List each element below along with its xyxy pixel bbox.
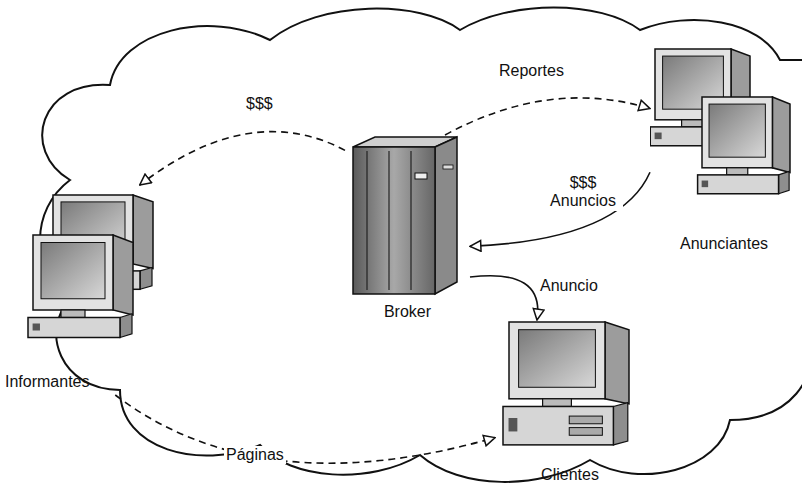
base-unit xyxy=(698,175,779,194)
computer-node: Informantes xyxy=(5,185,180,395)
computer-icon xyxy=(28,235,133,338)
monitor-side xyxy=(133,195,153,269)
monitor-frame xyxy=(33,235,113,310)
flow-arrow xyxy=(470,172,650,246)
edge-label: Anuncio xyxy=(538,277,600,295)
base-slot xyxy=(509,418,518,431)
node-label: Clientes xyxy=(541,466,599,484)
drive-bay xyxy=(569,416,602,424)
monitor-stand xyxy=(61,310,85,318)
monitor-stand xyxy=(682,120,705,127)
edge-label: $$$ Anuncios xyxy=(543,174,623,211)
computer-node: Anunciantes xyxy=(650,45,798,257)
computer-icon xyxy=(698,97,790,194)
monitor-screen xyxy=(709,104,765,157)
monitor-side xyxy=(113,235,133,315)
flow-arrow xyxy=(470,276,538,320)
base-slot xyxy=(655,133,662,140)
base-slot xyxy=(33,324,40,331)
node-label: Anunciantes xyxy=(680,235,768,253)
edge-label: $$$ xyxy=(244,95,275,113)
base-slot xyxy=(702,181,708,188)
monitor-screen xyxy=(41,243,105,299)
computer-node: Clientes xyxy=(495,320,645,488)
base-side xyxy=(120,314,132,338)
computer-illustration xyxy=(5,185,180,373)
monitor-frame xyxy=(509,322,605,399)
node-label: Informantes xyxy=(5,373,89,391)
monitor-frame xyxy=(702,97,772,168)
edge-label: Páginas xyxy=(224,446,286,464)
drive-bay xyxy=(569,428,602,436)
computer-illustration xyxy=(650,45,798,235)
monitor-screen xyxy=(519,330,596,388)
base-side xyxy=(613,403,627,445)
base-side xyxy=(140,267,152,289)
computer-illustration xyxy=(495,320,645,466)
monitor-stand xyxy=(543,399,572,407)
base-unit xyxy=(28,318,120,338)
dashed-flow-arrow xyxy=(445,98,650,135)
computer-icon xyxy=(503,322,629,445)
computer-illustration xyxy=(345,135,470,303)
edge-label: Reportes xyxy=(497,62,566,80)
dashed-flow-arrow xyxy=(115,395,495,463)
server-icon xyxy=(353,137,457,294)
cloud-outline xyxy=(40,8,802,482)
monitor-side xyxy=(605,322,629,404)
computer-node: Broker xyxy=(345,135,470,327)
base-unit xyxy=(503,406,613,444)
node-label: Broker xyxy=(384,303,431,321)
monitor-stand xyxy=(727,168,748,175)
base-side xyxy=(779,171,790,193)
monitor-side xyxy=(772,97,790,173)
dashed-flow-arrow xyxy=(140,132,345,185)
